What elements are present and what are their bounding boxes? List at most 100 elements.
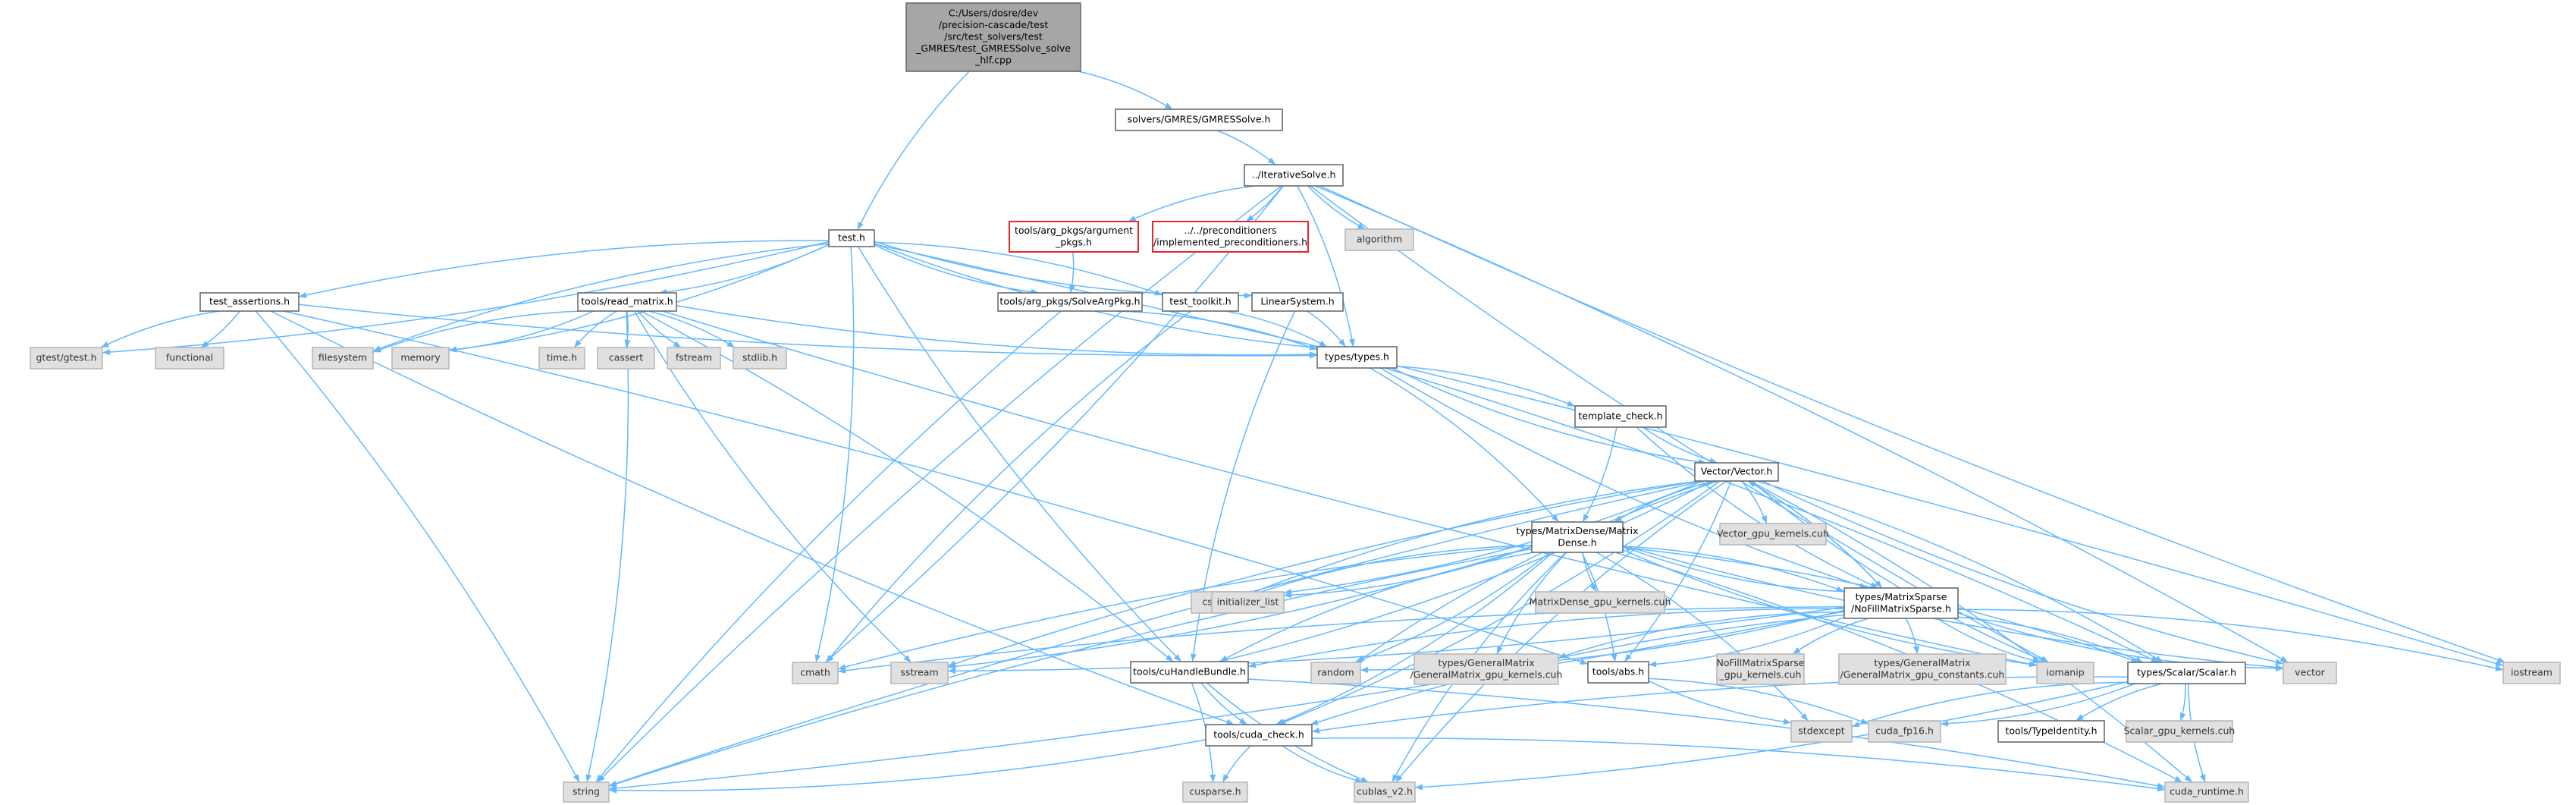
node-cublas[interactable]: cublas_v2.h [1354, 781, 1416, 803]
node-cmath[interactable]: cmath [792, 662, 839, 684]
arrowhead-matrixdense-to-cublas [1392, 774, 1399, 782]
edge-read_matrix-to-cuhandle [640, 310, 1174, 662]
node-label: sstream [900, 667, 938, 678]
edge-solvearg-to-string [595, 310, 1062, 783]
arrowhead-matrixdense-to-iomanip [2028, 661, 2037, 668]
edge-matrixdense-to-stdexcept [1595, 552, 1809, 722]
node-matrixdense[interactable]: types/MatrixDense/MatrixDense.h [1516, 521, 1639, 553]
node-test[interactable]: test.h [828, 229, 875, 247]
node-sstream[interactable]: sstream [890, 662, 949, 684]
node-iterative[interactable]: ../IterativeSolve.h [1244, 164, 1344, 187]
arrowhead-read_matrix-to-memory [449, 346, 457, 353]
node-label: iomanip [2046, 667, 2084, 678]
arrowhead-types-to-matrixdense [1551, 514, 1559, 522]
node-md-gpu[interactable]: MatrixDense_gpu_kernels.cuh [1530, 591, 1671, 614]
edge-test-to-gtest [102, 241, 830, 354]
node-init-list[interactable]: initializer_list [1211, 591, 1285, 614]
node-nfms-gpu[interactable]: NoFillMatrixSparse_gpu_kernels.cuh [1716, 653, 1805, 685]
node-box [1694, 462, 1779, 482]
arrowhead-matrixsparse-to-gm_const [1913, 646, 1919, 654]
node-template-check[interactable]: template_check.h [1574, 405, 1667, 428]
edge-matrixsparse-to-gm_gpu [1558, 612, 1845, 659]
node-solvearg[interactable]: tools/arg_pkgs/SolveArgPkg.h [997, 292, 1143, 312]
node-algorithm[interactable]: algorithm [1344, 228, 1414, 251]
arrowhead-vector_h-to-abs [1624, 653, 1632, 662]
node-linsys[interactable]: LinearSystem.h [1251, 292, 1344, 312]
edge-vector_h-to-vector_std [1762, 480, 2284, 665]
node-precond[interactable]: ../../preconditioners/implemented_precon… [1152, 221, 1309, 253]
node-scalar[interactable]: types/Scalar/Scalar.h [2127, 662, 2246, 684]
node-label: cuda_fp16.h [1875, 725, 1934, 737]
arrowhead-matrixdense-to-cuhandle [1219, 655, 1228, 662]
arrowhead-iterative-to-algorithm [1357, 222, 1366, 229]
node-box [2502, 662, 2561, 684]
node-scalar-gpu[interactable]: Scalar_gpu_kernels.cuh [2124, 720, 2236, 743]
arrowhead-test_assertions-to-gtest [101, 341, 109, 347]
node-label: /implemented_preconditioners.h [1153, 236, 1307, 247]
edge-gmres-to-iterative [1216, 130, 1276, 165]
edge-read_matrix-to-iomanip [662, 310, 2038, 667]
node-cusparse[interactable]: cusparse.h [1182, 781, 1248, 803]
edge-iterative-to-algorithm [1307, 185, 1366, 230]
node-vector-std[interactable]: vector [2283, 662, 2337, 684]
node-fstream[interactable]: fstream [667, 347, 721, 369]
node-stdlib[interactable]: stdlib.h [733, 347, 787, 369]
node-cuhandle[interactable]: tools/cuHandleBundle.h [1130, 661, 1249, 684]
arrowhead-matrixsparse-to-nfms_gpu [1793, 647, 1801, 654]
node-memory[interactable]: memory [391, 347, 450, 369]
arrowhead-solvearg-to-types [1309, 344, 1317, 351]
node-functional[interactable]: functional [155, 347, 224, 369]
node-gm-const[interactable]: types/GeneralMatrix/GeneralMatrix_gpu_co… [1838, 653, 2007, 685]
node-label: /GeneralMatrix_gpu_constants.cuh [1840, 668, 2005, 680]
node-stdexcept[interactable]: stdexcept [1790, 720, 1853, 743]
node-argument[interactable]: tools/arg_pkgs/argument_pkgs.h [1009, 221, 1139, 253]
node-vector-gpu[interactable]: Vector_gpu_kernels.cuh [1717, 523, 1829, 546]
edge-root-to-test [857, 71, 970, 231]
node-iostream[interactable]: iostream [2502, 662, 2561, 684]
node-gmres[interactable]: solvers/GMRES/GMRESSolve.h [1115, 108, 1283, 131]
node-gm-gpu[interactable]: types/GeneralMatrix/GeneralMatrix_gpu_ke… [1410, 653, 1563, 685]
arrowhead-abs-to-stdexcept [1783, 719, 1791, 725]
arrowhead-gmres-to-iterative [1267, 157, 1275, 165]
arrowhead-matrixsparse-to-sstream [948, 668, 955, 675]
node-label: solvers/GMRES/GMRESSolve.h [1128, 114, 1271, 125]
node-string[interactable]: string [563, 781, 610, 803]
node-abs[interactable]: tools/abs.h [1587, 661, 1649, 684]
arrowhead-test-to-test_toolkit [1154, 289, 1162, 296]
node-box [1316, 346, 1398, 369]
node-label: tools/read_matrix.h [581, 296, 673, 307]
edge-matrixsparse-to-cuhandle [1247, 608, 1845, 668]
node-box [792, 662, 839, 684]
node-label: test_assertions.h [209, 296, 290, 307]
node-random[interactable]: random [1310, 662, 1361, 684]
node-test-assertions[interactable]: test_assertions.h [199, 292, 300, 312]
arrowhead-test_assertions-to-functional [200, 341, 209, 347]
node-matrixsparse[interactable]: types/MatrixSparse/NoFillMatrixSparse.h [1843, 587, 1959, 619]
arrowhead-matrixsparse-to-abs [1649, 661, 1657, 668]
node-test-toolkit[interactable]: test_toolkit.h [1162, 292, 1239, 312]
node-label: tools/cuHandleBundle.h [1133, 666, 1246, 678]
node-time[interactable]: time.h [538, 347, 585, 369]
arrowhead-template_check-to-vector_h [1709, 458, 1718, 464]
node-box [890, 662, 949, 684]
arrowhead-test_assertions-to-abs [1580, 659, 1588, 665]
node-cuda-runtime[interactable]: cuda_runtime.h [2164, 781, 2249, 803]
node-vector-h[interactable]: Vector/Vector.h [1694, 462, 1779, 482]
node-filesystem[interactable]: filesystem [312, 347, 374, 369]
arrowhead-scalar-to-scalar_gpu [2179, 712, 2186, 721]
node-cuda-check[interactable]: tools/cuda_check.h [1205, 724, 1313, 747]
node-cassert[interactable]: cassert [597, 347, 655, 369]
node-root[interactable]: C:/Users/dosre/dev/precision-cascade/tes… [905, 2, 1081, 72]
arrowhead-matrixdense-to-cuda_runtime [2174, 775, 2182, 782]
edge-vector_h-to-sstream [947, 480, 1700, 667]
node-read-matrix[interactable]: tools/read_matrix.h [577, 292, 677, 312]
node-typeidentity[interactable]: tools/TypeIdentity.h [1997, 720, 2105, 743]
arrowhead-template_check-to-matrixdense [1583, 514, 1589, 522]
node-cuda-fp16[interactable]: cuda_fp16.h [1868, 720, 1941, 743]
node-iomanip[interactable]: iomanip [2036, 662, 2094, 684]
edge-cuda_check-to-string [608, 739, 1206, 791]
node-types[interactable]: types/types.h [1316, 346, 1398, 369]
node-gtest[interactable]: gtest/gtest.h [30, 347, 103, 369]
edge-linsys-to-types [1307, 310, 1346, 347]
node-label: cmath [800, 667, 830, 678]
